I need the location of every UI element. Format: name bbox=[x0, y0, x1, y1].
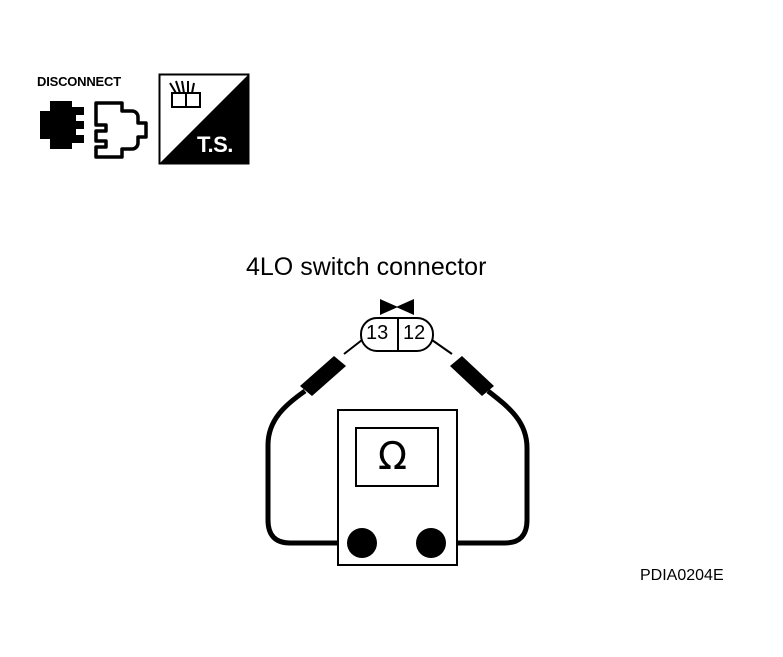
meter-terminal-right bbox=[416, 528, 446, 558]
ts-icon bbox=[158, 73, 250, 165]
ohmmeter-display bbox=[355, 427, 439, 487]
left-test-lead bbox=[343, 339, 363, 355]
pin-label-13: 13 bbox=[366, 322, 389, 344]
right-test-lead bbox=[431, 339, 453, 355]
pin-label-12: 12 bbox=[403, 322, 426, 344]
meter-terminal-left bbox=[347, 528, 377, 558]
ts-label: T.S. bbox=[197, 132, 233, 157]
disconnect-label: DISCONNECT bbox=[37, 74, 121, 89]
connector-marker-icon bbox=[380, 299, 398, 315]
figure-code: PDIA0204E bbox=[640, 567, 724, 584]
left-probe-handle bbox=[300, 356, 346, 396]
disconnect-icon bbox=[40, 101, 148, 159]
ohm-symbol: Ω bbox=[378, 434, 408, 478]
diagram-title: 4LO switch connector bbox=[246, 253, 487, 281]
right-probe-handle bbox=[450, 356, 494, 396]
